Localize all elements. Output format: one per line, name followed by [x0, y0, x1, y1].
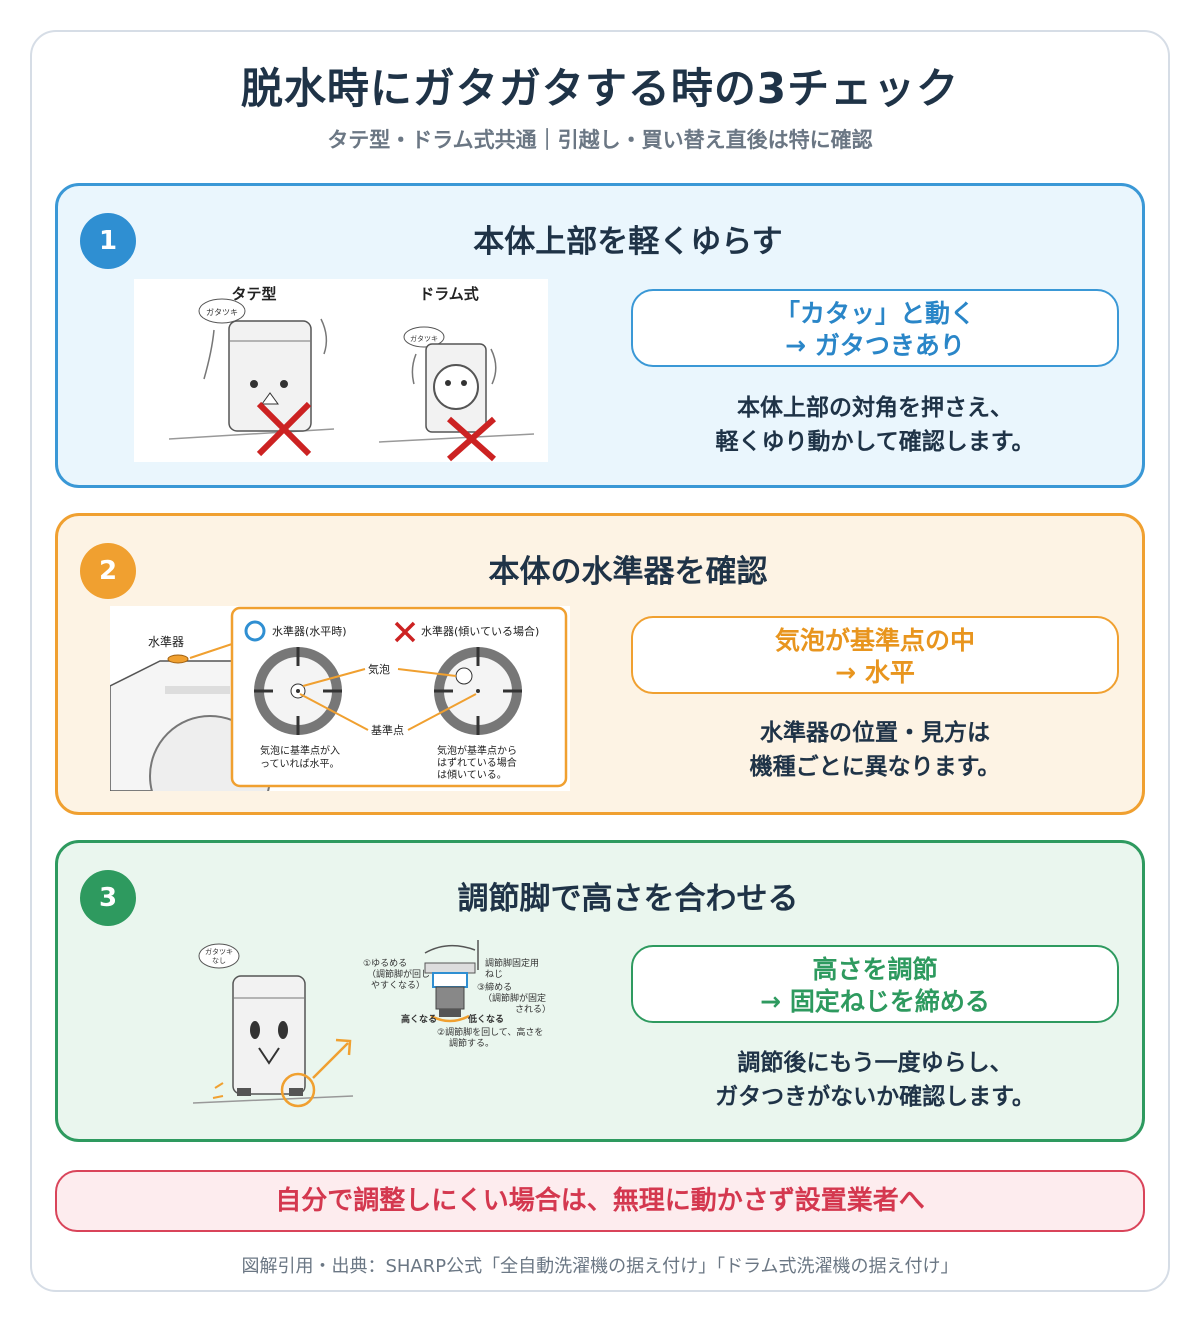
page-subtitle: タテ型・ドラム式共通｜引越し・買い替え直後は特に確認 [327, 128, 873, 152]
svg-text:気泡に基準点が入: 気泡に基準点が入 [260, 744, 340, 757]
level-gauge-ng [434, 647, 522, 735]
check-title: 本体上部を軽くゆらす [473, 224, 783, 260]
warning-banner: 自分で調整しにくい場合は、無理に動かさず設置業者へ [55, 1170, 1145, 1232]
check-title: 調節脚で高さを合わせる [457, 881, 799, 917]
vertical-washer-icon: ガタツキ [198, 298, 328, 432]
result-highlight: 「カタッ」と動く → ガタつきあり [631, 289, 1119, 367]
ok-circle-icon [244, 620, 266, 642]
svg-text:はずれている場合: はずれている場合 [437, 756, 517, 769]
bubble-text: ガタツキ [410, 334, 438, 343]
base-point-label: 基準点 [371, 723, 404, 737]
bubble-text: ガタツキ [206, 307, 238, 317]
adjustable-foot-illustration: ガタツキ なし [193, 938, 573, 1113]
label-vertical-type: タテ型 [231, 285, 276, 303]
label-drum-type: ドラム式 [419, 285, 479, 303]
result-highlight: 高さを調節 → 固定ねじを締める [631, 945, 1119, 1023]
check-title: 本体の水準器を確認 [488, 554, 768, 590]
level-indicator-illustration: 水準器 水準器(水平時) 水準器(傾いている場合) [110, 606, 570, 791]
check-card-1: 1 本体上部を軽くゆらす タテ型 ドラム式 ガタツキ [55, 183, 1145, 488]
step-number-badge: 2 [80, 543, 136, 599]
svg-text:①ゆるめる: ①ゆるめる [363, 958, 407, 969]
svg-text:は傾いている。: は傾いている。 [437, 768, 507, 781]
washer-happy-icon: ガタツキ なし [198, 943, 306, 1096]
svg-text:なし: なし [212, 957, 226, 965]
arrow-up-right-icon [312, 1038, 352, 1079]
check-description: 水準器の位置・見方は 機種ごとに異なります。 [749, 720, 1001, 780]
page-title: 脱水時にガタガタする時の3チェック [240, 64, 960, 113]
result-highlight: 気泡が基準点の中 → 水平 [631, 616, 1119, 694]
lower-label: 低くなる [467, 1013, 504, 1025]
svg-text:ガタツキ: ガタツキ [205, 947, 233, 956]
svg-text:調節脚固定用: 調節脚固定用 [485, 957, 539, 969]
cross-mark-icon [447, 416, 496, 462]
svg-text:（調節脚が回し: （調節脚が回し [367, 968, 430, 980]
svg-text:っていれば水平。: っていれば水平。 [260, 758, 340, 770]
check-card-3: 3 調節脚で高さを合わせる ガタツキ なし [55, 840, 1145, 1142]
step-number-badge: 3 [80, 870, 136, 926]
svg-text:気泡が基準点から: 気泡が基準点から [437, 744, 517, 757]
motion-marks-icon [212, 1082, 224, 1099]
cross-mark-icon [256, 401, 312, 457]
svg-text:される）: される） [515, 1004, 551, 1015]
ng-label: 水準器(傾いている場合) [421, 624, 539, 638]
svg-text:（調節脚が固定: （調節脚が固定 [483, 992, 546, 1004]
source-credit: 図解引用・出典：SHARP公式「全自動洗濯機の据え付け」「ドラム式洗濯機の据え付… [241, 1256, 959, 1277]
higher-label: 高くなる [401, 1013, 437, 1025]
level-device-label: 水準器 [148, 634, 184, 649]
foot-detail-icon [424, 940, 479, 1023]
svg-text:③締める: ③締める [477, 981, 512, 993]
svg-text:調節する。: 調節する。 [449, 1037, 494, 1049]
step-number-badge: 1 [80, 213, 136, 269]
svg-text:ねじ: ねじ [485, 969, 503, 980]
foot-highlight-circle [280, 1072, 316, 1108]
check-description: 調節後にもう一度ゆらし、 ガタつきがないか確認します。 [715, 1050, 1035, 1110]
shake-illustration: タテ型 ドラム式 ガタツキ ガタ [134, 279, 548, 462]
ng-cross-icon [394, 621, 416, 643]
check-description: 本体上部の対角を押さえ、 軽くゆり動かして確認します。 [715, 395, 1035, 455]
check-card-2: 2 本体の水準器を確認 水準器 水準器(水平時) 水準器(傾いている場合) [55, 513, 1145, 815]
svg-text:②調節脚を回して、高さを: ②調節脚を回して、高さを [437, 1026, 543, 1038]
bubble-label: 気泡 [368, 662, 390, 676]
svg-text:やすくなる）: やすくなる） [371, 980, 425, 991]
ok-label: 水準器(水平時) [272, 624, 347, 638]
level-gauge-ok [254, 647, 342, 735]
drum-washer-icon: ガタツキ [403, 326, 497, 433]
